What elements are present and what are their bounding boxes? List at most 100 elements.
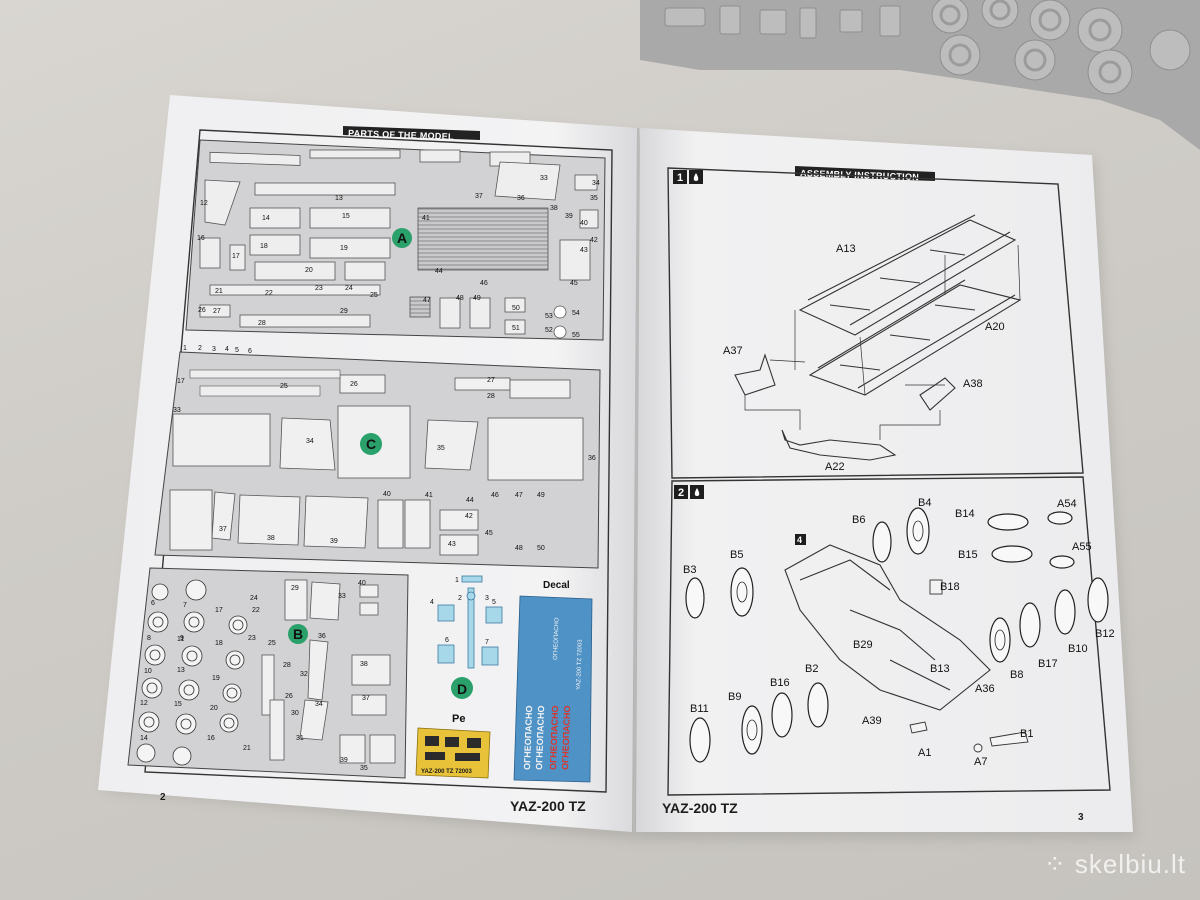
sprue-a: A 12 13 14 15 16 17 18 19 20 21 22 23 24… [185,139,606,341]
svg-text:2: 2 [198,345,202,352]
svg-text:49: 49 [537,492,545,499]
svg-text:26: 26 [350,381,358,388]
svg-text:36: 36 [517,195,525,202]
svg-text:14: 14 [262,215,270,222]
pe-fret-d: D Pe 1 2 3 4 5 6 7 [430,575,503,725]
pe-d-badge [451,677,473,699]
svg-text:A54: A54 [1057,498,1077,510]
pe-d-label: D [457,681,467,697]
svg-text:3: 3 [212,346,216,353]
svg-text:A20: A20 [985,321,1005,333]
pe-part-numbers: 1 2 3 4 5 6 7 [430,577,496,646]
svg-text:A38: A38 [963,378,983,390]
svg-text:40: 40 [580,220,588,227]
svg-text:42: 42 [465,513,473,520]
svg-text:31: 31 [296,735,304,742]
svg-text:11: 11 [177,636,184,643]
svg-text:6: 6 [248,348,252,355]
svg-text:A1: A1 [918,747,931,759]
svg-text:B5: B5 [730,549,743,561]
step-1-number: 1 [677,172,683,184]
svg-text:25: 25 [280,383,288,390]
svg-text:4: 4 [430,599,434,606]
right-footer-title: YAZ-200 TZ [662,800,738,816]
svg-text:A39: A39 [862,715,882,727]
chassis-drawing [784,544,991,711]
svg-text:A22: A22 [825,461,845,473]
svg-text:B17: B17 [1038,658,1058,670]
svg-text:B14: B14 [955,508,975,520]
svg-text:41: 41 [422,215,430,222]
decal-code-vertical: YAZ-200 TZ 72003 [576,639,584,690]
svg-text:6: 6 [445,637,449,644]
step-2-number: 2 [678,487,684,499]
parts-header-text: PARTS OF THE MODEL [348,128,454,142]
svg-text:30: 30 [291,710,299,717]
svg-text:A55: A55 [1072,541,1092,553]
svg-text:27: 27 [213,308,221,315]
svg-text:B6: B6 [852,514,865,526]
svg-text:15: 15 [174,701,182,708]
svg-text:44: 44 [435,268,443,275]
watermark-icon: ⁘ [1043,849,1067,879]
svg-text:37: 37 [475,193,483,200]
svg-text:43: 43 [580,247,588,254]
svg-text:B13: B13 [930,663,950,675]
svg-text:34: 34 [592,180,600,187]
step-2-panel: 2 4 [667,476,1115,796]
svg-text:17: 17 [177,378,185,385]
step-1-panel: 1 A13 [667,167,1084,479]
svg-text:21: 21 [243,745,251,752]
right-page-number: 3 [1078,812,1084,823]
svg-text:28: 28 [487,393,495,400]
chassis-frame-drawing [734,214,1022,461]
svg-text:A36: A36 [975,683,995,695]
svg-text:B15: B15 [958,549,978,561]
svg-text:47: 47 [515,492,523,499]
step-2-labels: B4 B6 A54 B14 B15 A55 B5 B3 B18 B29 B12 … [683,497,1115,768]
parts-header: PARTS OF THE MODEL [343,126,480,142]
svg-text:40: 40 [383,491,391,498]
glue-drop-icon [693,173,699,181]
svg-text:4: 4 [225,346,229,353]
left-page-number: 2 [160,792,166,803]
svg-text:2: 2 [458,595,462,602]
step-1-labels: A13 A20 A37 A38 A22 [723,243,1005,473]
svg-text:26: 26 [198,307,206,314]
svg-text:16: 16 [197,235,205,242]
sprue-background [640,0,1200,150]
svg-text:B9: B9 [728,691,741,703]
decal-sheet: Decal ОГНЕОПАСНО ОГНЕОПАСНО ОГНЕОПАСНО О… [415,580,593,783]
svg-text:26: 26 [285,693,293,700]
svg-text:B1: B1 [1020,728,1033,740]
svg-text:46: 46 [491,492,499,499]
svg-text:44: 44 [466,497,474,504]
svg-text:55: 55 [572,332,580,339]
decal-text-5: ОГНЕОПАСНО [553,617,560,660]
svg-text:45: 45 [485,530,493,537]
svg-text:29: 29 [340,308,348,315]
svg-text:39: 39 [565,213,573,220]
svg-text:25: 25 [370,292,378,299]
svg-text:29: 29 [291,585,299,592]
svg-text:18: 18 [260,243,268,250]
decal-text-3: ОГНЕОПАСНО [548,705,560,770]
sprue-c-part-numbers: 1 2 3 4 5 6 17 25 26 27 28 33 34 35 36 3… [173,345,596,552]
svg-text:33: 33 [173,407,181,414]
sprue-b-badge [288,624,308,644]
svg-text:B4: B4 [918,497,931,509]
svg-text:5: 5 [492,599,496,606]
svg-text:33: 33 [540,175,548,182]
decal-title: Decal [543,580,570,591]
book-spine [633,127,639,833]
svg-text:17: 17 [215,607,223,614]
svg-text:38: 38 [360,661,368,668]
left-page: PARTS OF THE MODEL [98,95,637,832]
svg-text:16: 16 [207,735,215,742]
svg-text:21: 21 [215,288,223,295]
sprue-b: B 6 7 8 9 10 11 12 13 14 15 16 17 18 19 … [127,567,409,779]
svg-text:39: 39 [330,538,338,545]
assembly-arrows [744,244,1021,440]
sprue-b-part-numbers: 6 7 8 9 10 11 12 13 14 15 16 17 18 19 20… [140,580,370,772]
